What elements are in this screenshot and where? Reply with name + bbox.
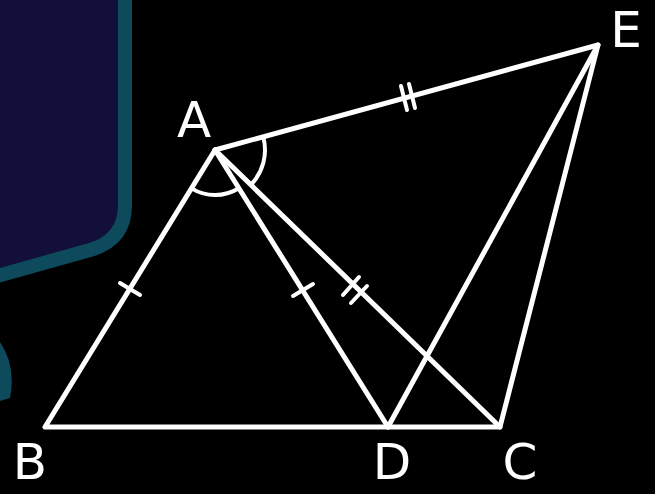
triangle-abc — [45, 150, 500, 427]
point-label: C — [503, 437, 538, 487]
segment-ed — [388, 45, 598, 427]
point-label: B — [13, 437, 47, 487]
point-label: D — [373, 437, 412, 487]
segment-ad — [215, 150, 388, 427]
triangle-lines — [45, 45, 598, 427]
segment-aec — [215, 45, 598, 427]
tick-marks — [120, 84, 415, 303]
angle-arcs — [192, 137, 265, 195]
point-label: E — [610, 5, 642, 55]
point-label: A — [177, 95, 211, 145]
decor-blob — [0, 0, 125, 404]
